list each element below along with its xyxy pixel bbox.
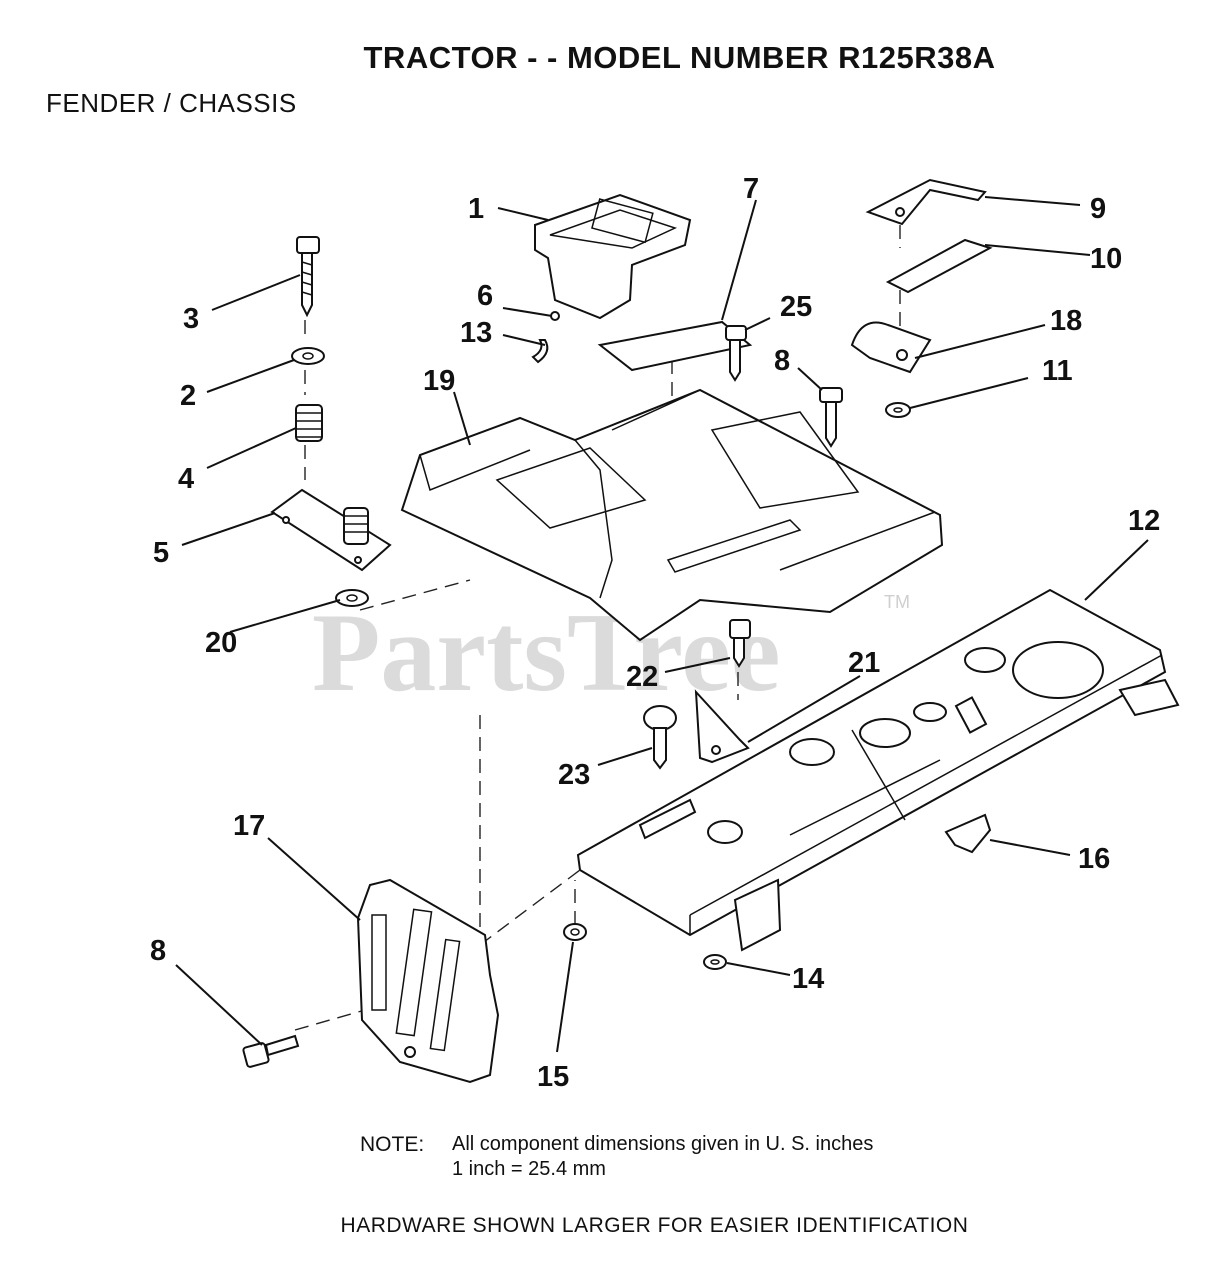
carriage-bolt-23 bbox=[643, 705, 677, 770]
callout-5: 5 bbox=[153, 537, 169, 569]
tank-bracket-10 bbox=[885, 238, 993, 294]
battery-pad bbox=[597, 320, 753, 372]
callout-25: 25 bbox=[780, 291, 812, 323]
washer-11 bbox=[885, 402, 911, 418]
chassis-frame bbox=[576, 588, 1180, 952]
bolt-3 bbox=[296, 236, 320, 318]
tank-bracket-9 bbox=[865, 178, 987, 226]
callout-22: 22 bbox=[626, 661, 658, 693]
bolt-25 bbox=[725, 325, 747, 382]
callout-11: 11 bbox=[1042, 355, 1073, 387]
callout-16: 16 bbox=[1078, 843, 1110, 875]
callout-8-bottom: 8 bbox=[150, 935, 166, 967]
bolt-8-top bbox=[819, 387, 843, 448]
hardware-footer: HARDWARE SHOWN LARGER FOR EASIER IDENTIF… bbox=[340, 1214, 969, 1237]
callout-9: 9 bbox=[1090, 193, 1106, 225]
callout-15: 15 bbox=[537, 1061, 569, 1093]
pin bbox=[550, 311, 560, 321]
callout-6: 6 bbox=[477, 280, 493, 312]
callout-18: 18 bbox=[1050, 305, 1082, 337]
callout-4: 4 bbox=[178, 463, 194, 495]
note-label: NOTE: bbox=[360, 1133, 425, 1156]
washer-2 bbox=[291, 347, 325, 365]
watermark-text: PartsTree bbox=[312, 591, 781, 715]
callout-13: 13 bbox=[460, 317, 492, 349]
page-title: TRACTOR - - MODEL NUMBER R125R38A bbox=[363, 40, 996, 75]
callout-3: 3 bbox=[183, 303, 199, 335]
bolt-22 bbox=[729, 619, 751, 668]
callout-7: 7 bbox=[743, 173, 759, 205]
note-line-2: 1 inch = 25.4 mm bbox=[452, 1158, 606, 1180]
watermark-trademark: TM bbox=[884, 592, 910, 612]
bracket-21 bbox=[694, 689, 750, 764]
fender bbox=[400, 388, 944, 642]
callout-17: 17 bbox=[233, 810, 265, 842]
nut-15 bbox=[563, 923, 587, 941]
front-plate-17 bbox=[356, 878, 500, 1084]
seat-bracket bbox=[270, 488, 392, 572]
leader-lines bbox=[175, 196, 1149, 1053]
note-line-1: All component dimensions given in U. S. … bbox=[452, 1133, 874, 1155]
section-subtitle: FENDER / CHASSIS bbox=[46, 88, 297, 118]
washer-20 bbox=[335, 589, 369, 607]
spring-4 bbox=[295, 404, 323, 442]
bolt-8-bottom bbox=[242, 1034, 300, 1068]
dimension-note: NOTE: All component dimensions given in U… bbox=[360, 1132, 873, 1182]
callout-10: 10 bbox=[1090, 243, 1122, 275]
battery-tray bbox=[534, 193, 692, 320]
callout-14: 14 bbox=[792, 963, 824, 995]
callout-numbers: 1 2 3 4 5 6 7 8 8 9 10 11 12 13 14 15 16… bbox=[150, 173, 1160, 1093]
callout-20: 20 bbox=[205, 627, 237, 659]
tank-clamp-18 bbox=[850, 321, 932, 374]
callout-8-top: 8 bbox=[774, 345, 790, 377]
callout-19: 19 bbox=[423, 365, 455, 397]
callout-21: 21 bbox=[848, 647, 880, 679]
callout-12: 12 bbox=[1128, 505, 1160, 537]
callout-1: 1 bbox=[468, 193, 484, 225]
callout-23: 23 bbox=[558, 759, 590, 791]
clip-16 bbox=[944, 813, 992, 854]
callout-2: 2 bbox=[180, 380, 196, 412]
nut-14 bbox=[703, 954, 727, 970]
